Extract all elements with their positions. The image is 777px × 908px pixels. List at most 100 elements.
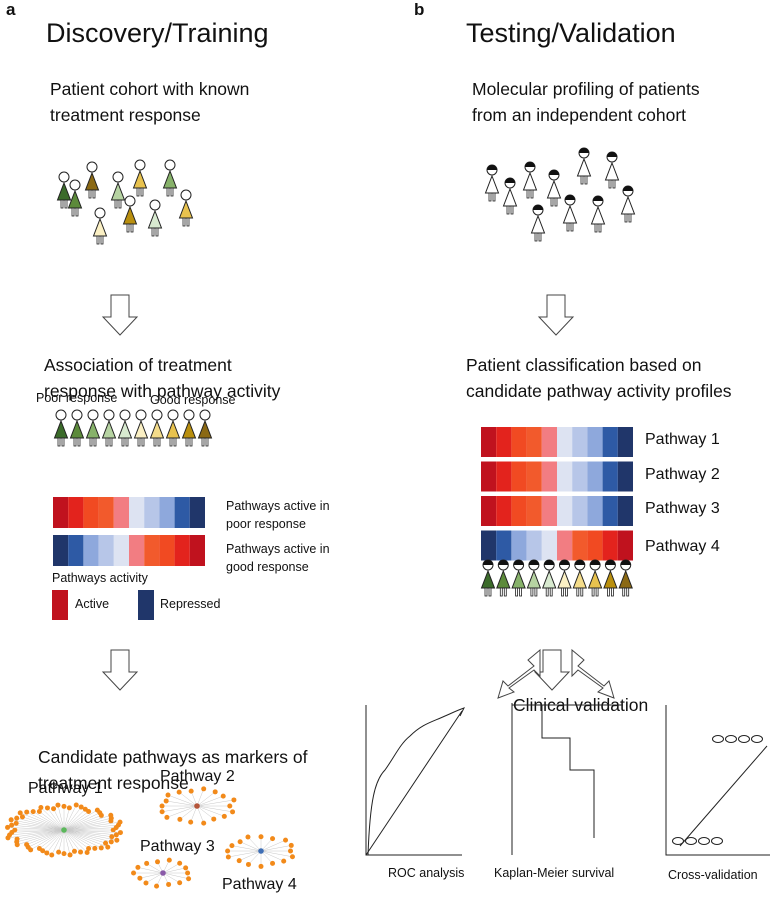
patient-leg xyxy=(136,187,140,197)
network-node xyxy=(201,820,207,826)
network-edge xyxy=(26,811,65,831)
network-node xyxy=(288,848,294,854)
patient-figure xyxy=(484,164,500,202)
patient-leg xyxy=(182,217,186,227)
patient-leg xyxy=(506,205,510,215)
heatmap-cell xyxy=(129,535,145,566)
patient-head xyxy=(94,207,106,219)
network-edge xyxy=(166,805,198,818)
network-node xyxy=(12,827,18,833)
patient-head xyxy=(103,409,115,421)
pathway-network xyxy=(131,857,192,889)
network-node xyxy=(86,845,92,851)
down-arrow xyxy=(537,294,575,336)
network-edge xyxy=(63,815,111,831)
network-edge xyxy=(28,829,65,848)
patient-figure xyxy=(502,177,518,215)
patient-hair xyxy=(533,205,543,210)
heatmap-cell xyxy=(541,461,557,492)
heatmap-cell xyxy=(53,497,69,528)
patient-body xyxy=(69,419,85,439)
pathway-row-label-4: Pathway 4 xyxy=(645,538,720,555)
network-node xyxy=(155,859,161,865)
network-node xyxy=(143,880,149,886)
heatmap-cell xyxy=(98,497,114,528)
network-edge xyxy=(20,812,65,831)
network-edge xyxy=(63,820,111,831)
patient-figure xyxy=(587,559,603,597)
network-node xyxy=(14,815,20,821)
heatmap-cell xyxy=(557,530,573,561)
network-label-2: Pathway 2 xyxy=(160,768,235,785)
network-edge xyxy=(16,817,65,831)
network-edge xyxy=(33,811,65,831)
patient-leg xyxy=(584,175,588,185)
heatmap-cell xyxy=(189,535,205,566)
patient-head xyxy=(199,409,211,421)
patient-figure xyxy=(480,559,496,597)
classification-heatmap xyxy=(481,427,633,561)
poor-response-label: Poor response xyxy=(36,391,118,405)
network-node xyxy=(114,837,120,843)
patient-head xyxy=(112,171,124,183)
heatmap-cell xyxy=(53,535,69,566)
network-edge xyxy=(39,829,65,849)
patient-body xyxy=(178,199,194,219)
patient-leg xyxy=(125,437,129,447)
patient-figure xyxy=(590,195,606,233)
patient-figure xyxy=(92,207,108,245)
patient-leg xyxy=(598,223,602,233)
network-node xyxy=(229,843,235,849)
network-node xyxy=(44,805,50,811)
training-cohort-figures xyxy=(56,159,194,245)
heatmap-cell xyxy=(587,496,603,526)
network-node xyxy=(188,819,194,825)
network-edge xyxy=(39,811,65,831)
patient-leg xyxy=(61,437,65,447)
network-node xyxy=(98,845,104,851)
network-edge xyxy=(63,829,117,836)
heatmap-cell xyxy=(617,496,633,526)
pathway-networks xyxy=(5,786,295,889)
patient-leg xyxy=(549,587,553,597)
legend-active-swatch xyxy=(52,590,68,620)
network-node xyxy=(55,802,61,808)
network-edge xyxy=(63,812,100,831)
patient-leg xyxy=(130,223,134,233)
network-edge xyxy=(196,805,214,820)
heatmap-cell xyxy=(602,461,618,492)
training-heatmap xyxy=(53,497,205,566)
patient-leg xyxy=(545,587,549,597)
network-edge xyxy=(63,829,112,843)
network-edge xyxy=(17,829,65,840)
patient-body xyxy=(587,569,603,589)
heatmap-cell xyxy=(511,461,527,492)
network-node xyxy=(73,802,79,808)
down-arrow xyxy=(533,649,571,691)
network-node xyxy=(166,857,172,863)
patient-body xyxy=(502,187,518,207)
patient-body xyxy=(562,204,578,224)
patient-body xyxy=(572,569,588,589)
patient-leg xyxy=(510,205,514,215)
patient-figure xyxy=(604,151,620,189)
network-edge xyxy=(162,805,198,812)
network-node xyxy=(92,845,98,851)
network-edge xyxy=(53,808,65,831)
patient-leg xyxy=(151,227,155,237)
patient-figure xyxy=(110,171,126,209)
network-edge xyxy=(63,811,89,831)
patient-body xyxy=(53,419,69,439)
patient-leg xyxy=(626,587,630,597)
patient-leg xyxy=(612,179,616,189)
cv-point xyxy=(738,735,750,743)
patient-body xyxy=(603,569,618,589)
patient-figure xyxy=(133,409,149,447)
km-curve xyxy=(541,705,595,838)
patient-leg xyxy=(554,197,558,207)
patient-body xyxy=(181,419,197,439)
patient-leg xyxy=(538,232,542,242)
network-edge xyxy=(63,829,112,837)
patient-figure xyxy=(147,199,163,237)
patient-figure xyxy=(85,409,101,447)
